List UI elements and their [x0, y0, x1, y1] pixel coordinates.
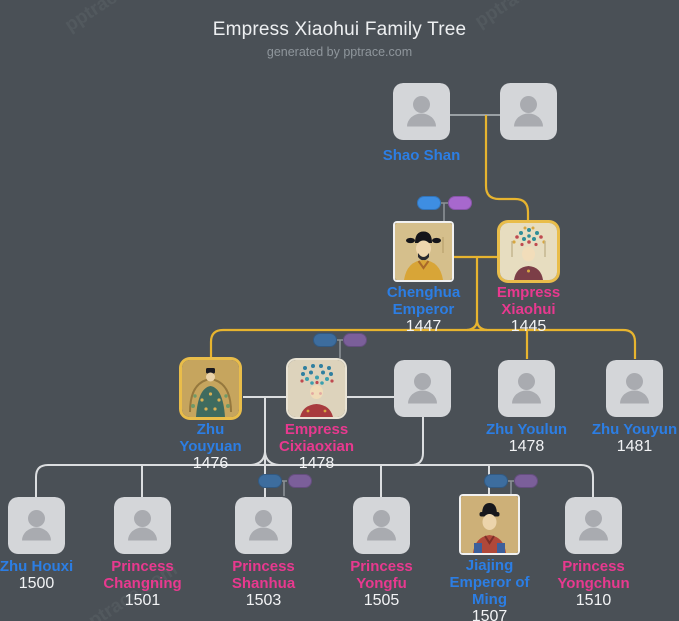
person-year: 1445 — [510, 318, 547, 335]
placeholder-avatar-icon — [353, 497, 410, 554]
person-year: 1478 — [508, 438, 545, 455]
placeholder-avatar-icon — [565, 497, 622, 554]
person-name: Princess Yongchun — [557, 558, 630, 592]
person-node-empress-xiaohui[interactable]: Empress Xiaohui 1445 — [497, 223, 560, 335]
female-indicator-pill[interactable] — [514, 474, 538, 488]
portrait-jiajing-emperor — [461, 496, 518, 553]
person-node-shao-shan[interactable]: Shao Shan — [383, 83, 460, 164]
placeholder-avatar-icon — [235, 497, 292, 554]
person-name: Zhu Youlun — [485, 421, 568, 438]
portrait-empress-xiaohui — [500, 223, 557, 280]
placeholder-avatar-icon — [393, 83, 450, 140]
female-indicator-pill[interactable] — [448, 196, 472, 210]
person-year: 1478 — [298, 455, 335, 472]
placeholder-avatar-icon — [394, 360, 451, 417]
person-name: Zhu Houxi — [0, 558, 74, 575]
page-subtitle: generated by pptrace.com — [266, 45, 413, 59]
person-name: Empress Cixiaoxian — [278, 421, 355, 455]
placeholder-avatar-icon — [606, 360, 663, 417]
male-indicator-pill[interactable] — [484, 474, 508, 488]
person-node-zhu-youyun[interactable]: Zhu Youyun 1481 — [592, 360, 677, 455]
portrait-empress-cixiaoxian — [288, 360, 345, 417]
person-year: 1476 — [192, 455, 229, 472]
person-year: 1507 — [471, 608, 508, 621]
person-node-chenghua-emperor[interactable]: Chenghua Emperor 1447 — [387, 223, 460, 335]
placeholder-avatar-icon — [500, 83, 557, 140]
male-indicator-pill[interactable] — [258, 474, 282, 488]
person-node-unknown-gen1-spouse[interactable] — [500, 83, 557, 140]
person-node-zhu-houxi[interactable]: Zhu Houxi 1500 — [0, 497, 73, 592]
person-node-princess-yongfu[interactable]: Princess Yongfu 1505 — [350, 497, 413, 609]
portrait-zhu-youyuan — [182, 360, 239, 417]
person-node-jiajing-emperor[interactable]: Jiajing Emperor of Ming 1507 — [449, 496, 530, 621]
placeholder-avatar-icon — [8, 497, 65, 554]
portrait-chenghua-emperor — [395, 223, 452, 280]
male-indicator-pill[interactable] — [417, 196, 441, 210]
person-node-princess-changning[interactable]: Princess Changning 1501 — [103, 497, 182, 609]
person-node-zhu-youyuan[interactable]: Zhu Youyuan 1476 — [179, 360, 242, 472]
female-indicator-pill[interactable] — [343, 333, 367, 347]
female-indicator-pill[interactable] — [288, 474, 312, 488]
person-name: Empress Xiaohui — [496, 284, 561, 318]
person-year: 1500 — [18, 575, 55, 592]
person-node-unknown-gen3-spouse[interactable] — [394, 360, 451, 417]
person-name: Chenghua Emperor — [386, 284, 461, 318]
person-year: 1505 — [363, 592, 400, 609]
person-node-empress-cixiaoxian[interactable]: Empress Cixiaoxian 1478 — [279, 360, 354, 472]
person-name: Princess Yongfu — [350, 558, 413, 592]
person-year: 1481 — [616, 438, 653, 455]
person-name: Shao Shan — [382, 147, 461, 164]
person-year: 1503 — [245, 592, 282, 609]
person-year: 1447 — [405, 318, 442, 335]
person-node-zhu-youlun[interactable]: Zhu Youlun 1478 — [486, 360, 567, 455]
person-year: 1510 — [575, 592, 612, 609]
placeholder-avatar-icon — [114, 497, 171, 554]
person-name: Jiajing Emperor of Ming — [449, 557, 530, 608]
person-name: Princess Changning — [103, 558, 182, 592]
person-name: Zhu Youyuan — [179, 421, 242, 455]
placeholder-avatar-icon — [498, 360, 555, 417]
person-name: Zhu Youyun — [591, 421, 678, 438]
page-title: Empress Xiaohui Family Tree — [212, 19, 467, 40]
male-indicator-pill[interactable] — [313, 333, 337, 347]
person-name: Princess Shanhua — [231, 558, 296, 592]
person-year: 1501 — [124, 592, 161, 609]
person-node-princess-shanhua[interactable]: Princess Shanhua 1503 — [232, 497, 295, 609]
person-node-princess-yongchun[interactable]: Princess Yongchun 1510 — [557, 497, 630, 609]
